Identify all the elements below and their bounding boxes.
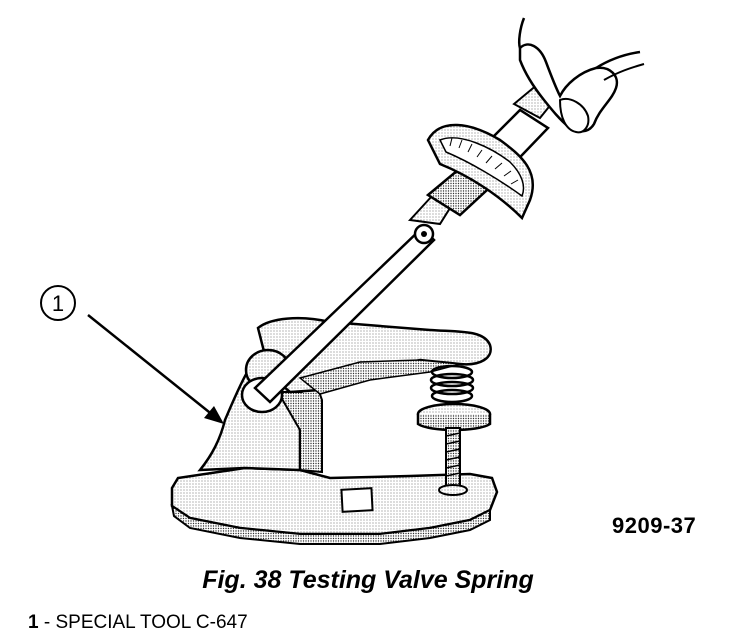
tool-base — [170, 466, 499, 545]
figure-caption: Fig. 38 Testing Valve Spring — [202, 566, 534, 594]
callout-number: 1 — [52, 291, 64, 316]
technician-hand — [517, 17, 645, 134]
callout-1: 1 — [40, 285, 224, 424]
valve-spring — [429, 364, 475, 404]
legend-text: SPECIAL TOOL C-647 — [55, 612, 248, 633]
torque-dial — [426, 123, 535, 221]
legend-number: 1 — [28, 612, 39, 633]
legend-item: 1 - SPECIAL TOOL C-647 — [28, 612, 248, 634]
adjusting-knob — [416, 402, 492, 432]
threaded-screw — [438, 427, 468, 496]
leader-arrowhead — [204, 406, 224, 424]
figure-id: 9209-37 — [612, 513, 697, 538]
legend-separator: - — [38, 612, 56, 633]
